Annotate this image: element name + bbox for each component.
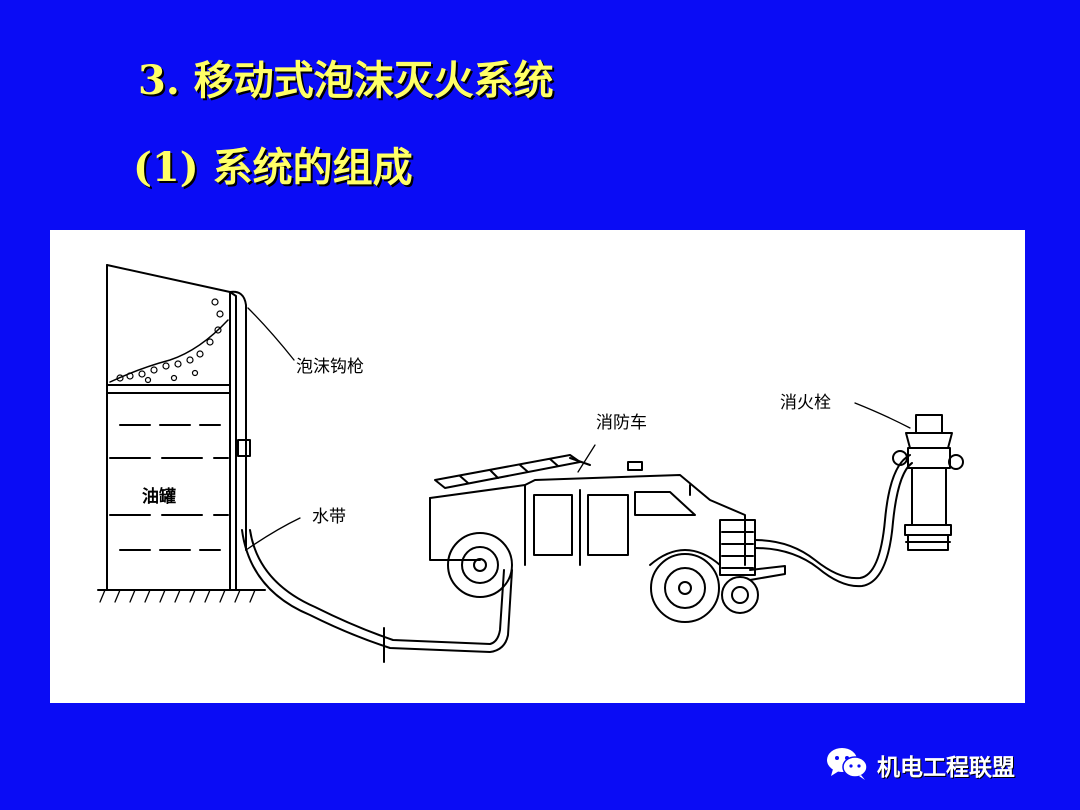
label-fire-truck: 消防车 xyxy=(596,413,647,433)
leader-lines xyxy=(245,307,911,551)
label-hydrant: 消火栓 xyxy=(780,393,831,413)
hose-drawing xyxy=(241,529,513,663)
hydrant-drawing xyxy=(892,414,964,551)
wechat-icon xyxy=(825,745,869,785)
label-hose: 水带 xyxy=(312,507,346,527)
foam-system-diagram xyxy=(97,264,964,663)
fire-truck-drawing xyxy=(429,454,786,623)
foam-gun-drawing xyxy=(229,290,251,591)
oil-tank-drawing xyxy=(97,264,266,603)
label-foam-gun: 泡沫钩枪 xyxy=(296,357,364,377)
label-oil-tank: 油罐 xyxy=(142,487,176,507)
footer-brand-text: 机电工程联盟 xyxy=(877,755,1015,781)
diagram-panel: 泡沫钩枪 消防车 消火栓 水带 油罐 xyxy=(50,230,1025,703)
slide-subtitle: (1) 系统的组成 xyxy=(133,144,413,191)
suction-hose-drawing xyxy=(754,454,913,588)
slide-title: 3. 移动式泡沫灭火系统 xyxy=(138,57,554,104)
footer-brand: 机电工程联盟 xyxy=(825,745,1015,785)
